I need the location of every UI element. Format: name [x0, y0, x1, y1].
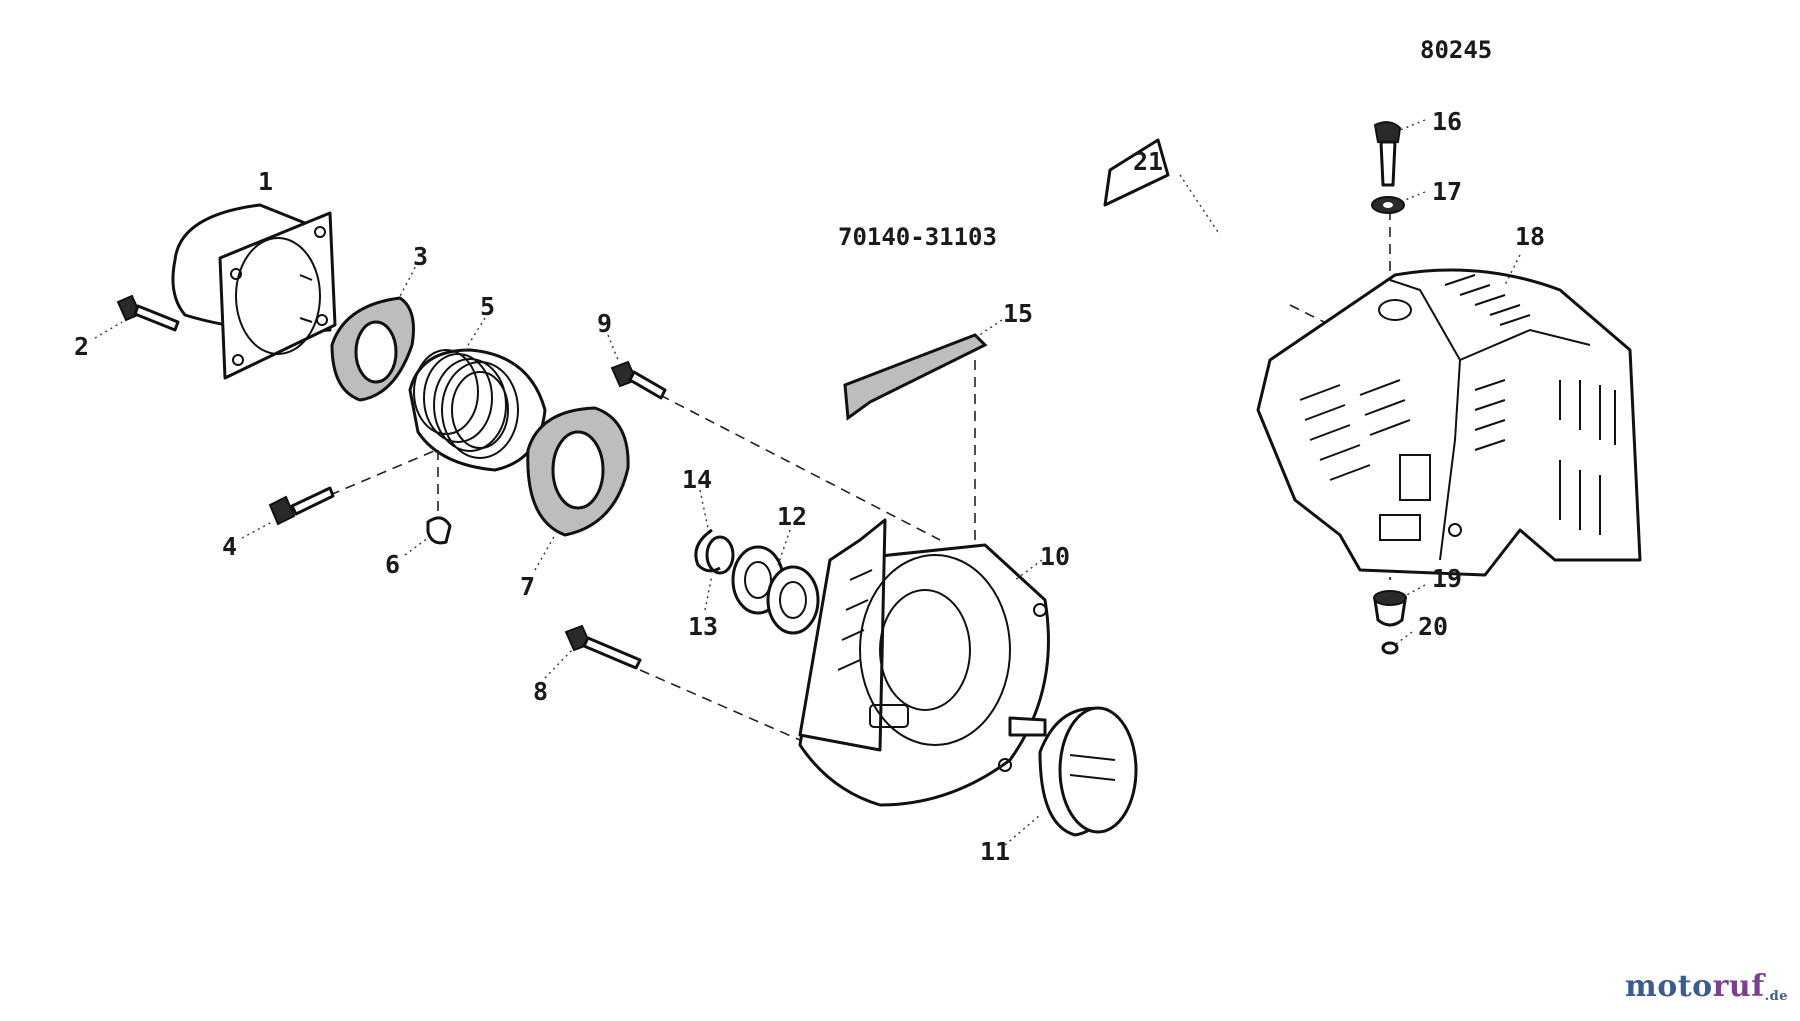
callout-15: 15 — [1003, 299, 1033, 328]
part-18-engine-cover — [1256, 268, 1642, 577]
part-8-bolt — [564, 624, 642, 670]
callout-5: 5 — [480, 292, 495, 321]
callout-3: 3 — [413, 242, 428, 271]
assembly-line-9 — [659, 394, 941, 541]
part-17-washer — [1371, 196, 1405, 214]
part-1-housing — [171, 203, 337, 380]
part-20-small-washer — [1381, 641, 1399, 655]
callout-20: 20 — [1418, 612, 1448, 641]
callout-1: 1 — [258, 167, 273, 196]
callout-13: 13 — [688, 612, 718, 641]
callout-14: 14 — [682, 465, 712, 494]
callout-8: 8 — [533, 677, 548, 706]
part-13-snap-ring — [705, 535, 735, 575]
part-9-bolt — [610, 360, 667, 400]
callout-6: 6 — [385, 550, 400, 579]
callout-19: 19 — [1432, 564, 1462, 593]
leader-8 — [544, 649, 573, 679]
watermark-logo: motoruf.de — [1625, 969, 1788, 1004]
callout-10: 10 — [1040, 542, 1070, 571]
part-3-shoe — [330, 296, 415, 402]
code-center: 70140-31103 — [838, 223, 997, 251]
part-15-gasket — [843, 333, 988, 421]
part-10-clutch-case — [798, 518, 1050, 807]
watermark-part-a: moto — [1624, 969, 1713, 1004]
part-6-clip — [426, 450, 452, 545]
leader-3 — [397, 261, 419, 301]
part-2-bolt — [116, 294, 180, 332]
leader-7 — [534, 534, 556, 571]
assembly-line-18 — [1289, 304, 1331, 326]
part-11-clutch-drum — [1008, 706, 1138, 837]
callout-21: 21 — [1133, 147, 1163, 176]
assembly-line-4 — [329, 439, 461, 496]
leader-6 — [404, 537, 429, 556]
assembly-line-8 — [639, 669, 801, 741]
callout-4: 4 — [222, 532, 237, 561]
callout-11: 11 — [980, 837, 1010, 866]
leader-4 — [241, 521, 273, 539]
watermark-part-b: ruf — [1712, 969, 1765, 1004]
callout-17: 17 — [1432, 177, 1462, 206]
leader-13 — [704, 574, 713, 611]
callout-9: 9 — [597, 309, 612, 338]
part-21-sticker — [1103, 138, 1170, 207]
leader-15 — [974, 319, 1003, 339]
callout-7: 7 — [520, 572, 535, 601]
leader-5 — [461, 317, 486, 356]
callout-18: 18 — [1515, 222, 1545, 251]
part-19-nut — [1373, 590, 1407, 627]
part-12-bearings — [731, 545, 820, 635]
part-4-bolt — [268, 486, 335, 526]
part-7-shoe — [526, 406, 630, 537]
callout-12: 12 — [777, 502, 807, 531]
leader-19 — [1404, 584, 1426, 597]
leader-17 — [1404, 191, 1426, 201]
leader-20 — [1395, 631, 1413, 645]
callout-2: 2 — [74, 332, 89, 361]
leader-14 — [699, 489, 709, 529]
watermark-suffix: .de — [1764, 989, 1788, 1004]
part-16-screw — [1373, 121, 1402, 187]
leader-2 — [94, 321, 123, 339]
part-5-clutch-spring — [408, 348, 547, 472]
leader-9 — [607, 334, 619, 361]
leader-16 — [1399, 119, 1426, 131]
leader-21 — [1179, 174, 1221, 236]
code-top-right: 80245 — [1420, 36, 1492, 64]
callout-16: 16 — [1432, 107, 1462, 136]
leader-12 — [777, 529, 791, 566]
leader-11 — [1004, 814, 1041, 846]
